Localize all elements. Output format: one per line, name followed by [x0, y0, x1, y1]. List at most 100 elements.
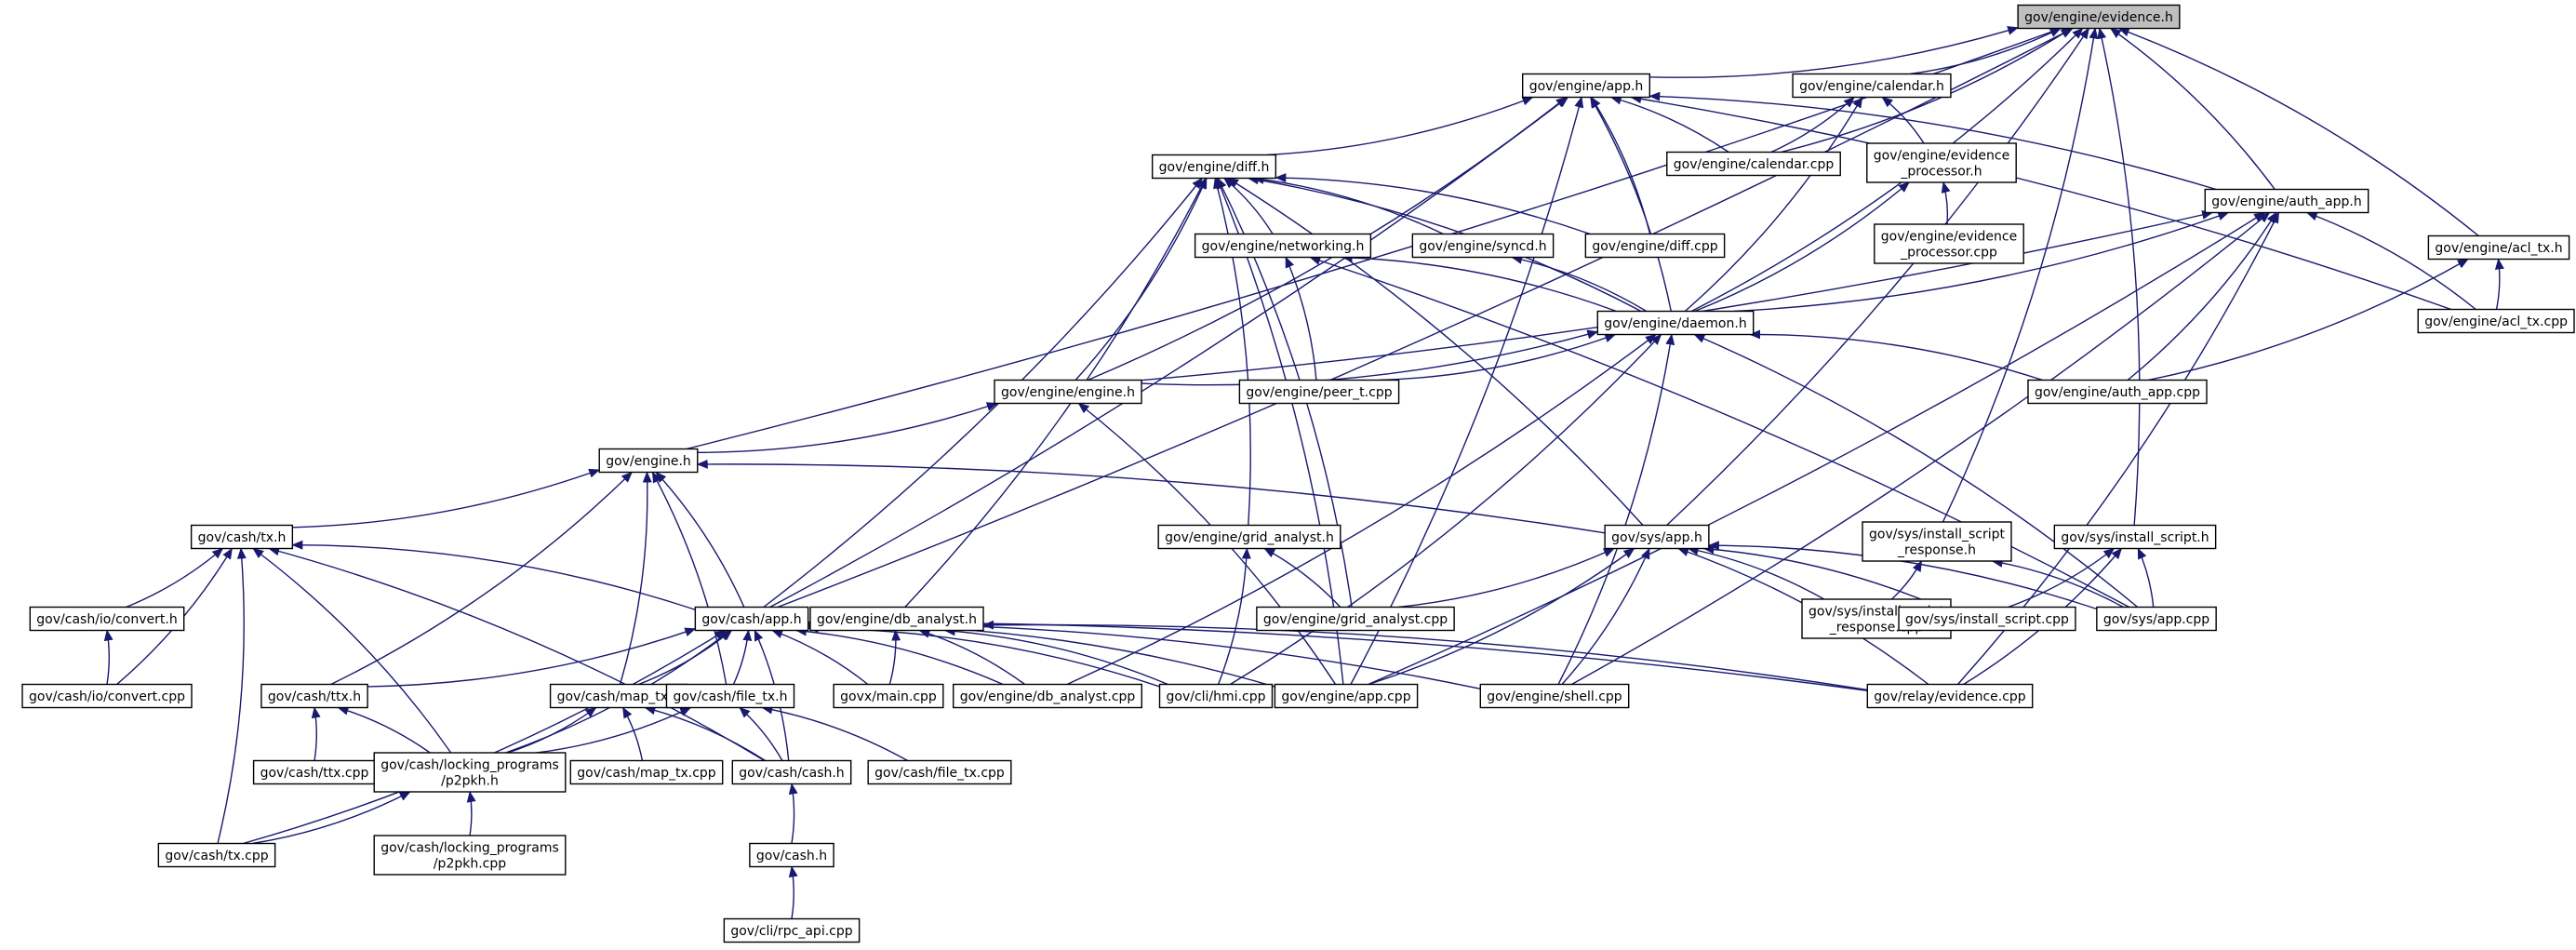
include-edge-sys-app-cpp-to-daemon-h [1693, 333, 2139, 609]
include-edge-daemon-h-to-syncd-h [1511, 255, 1648, 313]
file-node-auth-app-cpp[interactable]: gov/engine/auth_app.cpp [2027, 379, 2208, 405]
file-node-daemon-h[interactable]: gov/engine/daemon.h [1596, 310, 1755, 336]
include-edge-ttx-h-to-gov-engine-h [330, 471, 633, 686]
file-node-cash-cash-h[interactable]: gov/cash/cash.h [731, 759, 852, 785]
file-node-label: _response.h [1897, 543, 1976, 558]
edge-layer [103, 26, 2504, 919]
file-node-ttx-cpp[interactable]: gov/cash/ttx.cpp [252, 759, 377, 785]
file-node-ev-proc-cpp[interactable]: gov/engine/evidence_processor.cpp [1874, 223, 2024, 264]
include-edge-hmi-cpp-to-db-analyst-h [943, 626, 1168, 686]
file-node-box [569, 759, 724, 785]
file-node-install-script-resp-h[interactable]: gov/sys/install_script_response.h [1862, 521, 2012, 562]
include-edge-sys-app-cpp-to-networking-h [1309, 256, 2130, 609]
file-node-shell-cpp[interactable]: gov/engine/shell.cpp [1479, 683, 1630, 709]
file-node-diff-h[interactable]: gov/engine/diff.h [1151, 154, 1277, 180]
file-node-grid-analyst-cpp[interactable]: gov/engine/grid_analyst.cpp [1256, 606, 1455, 632]
file-node-label: /p2pkh.cpp [434, 857, 506, 872]
file-node-cash-app-h[interactable]: gov/cash/app.h [694, 606, 809, 632]
include-edge-sys-app-h-to-gov-engine-h [696, 459, 1606, 534]
file-node-box [2027, 379, 2208, 405]
file-node-networking-h[interactable]: gov/engine/networking.h [1194, 233, 1372, 259]
file-node-db-analyst-cpp[interactable]: gov/engine/db_analyst.cpp [952, 683, 1143, 709]
file-node-acl-tx-cpp[interactable]: gov/engine/acl_tx.cpp [2417, 308, 2575, 334]
file-node-label: gov/cash/map_tx.cpp [577, 766, 716, 781]
file-node-syncd-h[interactable]: gov/engine/syncd.h [1411, 233, 1555, 259]
file-node-auth-app-h[interactable]: gov/engine/auth_app.h [2204, 188, 2369, 214]
include-edge-govx-main-cpp-to-cash-app-h [771, 629, 869, 686]
include-edge-p2pkh-h-to-map-tx-h [507, 706, 597, 754]
file-node-label: gov/engine/shell.cpp [1487, 689, 1622, 704]
file-node-peer-t-cpp[interactable]: gov/engine/peer_t.cpp [1238, 379, 1400, 405]
file-node-grid-analyst-h[interactable]: gov/engine/grid_analyst.h [1157, 524, 1341, 550]
file-node-db-analyst-h[interactable]: gov/engine/db_analyst.h [809, 606, 984, 632]
file-node-engine-app-cpp[interactable]: gov/engine/app.cpp [1274, 683, 1419, 709]
file-node-label: gov/cash/file_tx.cpp [874, 766, 1005, 781]
file-node-label: gov/cash/map_tx.h [557, 689, 681, 704]
file-node-box [833, 683, 944, 709]
file-node-cash-tx-cpp[interactable]: gov/cash/tx.cpp [157, 842, 276, 868]
file-node-label: gov/cash/app.h [701, 612, 801, 627]
file-node-ttx-h[interactable]: gov/cash/ttx.h [260, 683, 368, 709]
include-edge-io-convert-cpp-to-io-convert-h [103, 629, 113, 685]
include-edge-sys-app-h-to-diff-h [1227, 177, 1644, 526]
file-node-hmi-cpp[interactable]: gov/cli/hmi.cpp [1158, 683, 1274, 709]
file-node-box [1866, 683, 2034, 709]
file-node-box [952, 683, 1143, 709]
file-node-app-h[interactable]: gov/engine/app.h [1521, 73, 1651, 99]
file-node-box [190, 524, 294, 550]
file-node-map-tx-cpp[interactable]: gov/cash/map_tx.cpp [569, 759, 724, 785]
file-node-gov-engine-h[interactable]: gov/engine.h [598, 448, 699, 474]
file-node-io-convert-h[interactable]: gov/cash/io/convert.h [29, 606, 185, 632]
file-node-install-script-h[interactable]: gov/sys/install_script.h [2053, 524, 2217, 550]
file-node-io-convert-cpp[interactable]: gov/cash/io/convert.cpp [21, 683, 193, 709]
include-edge-engine-engine-h-to-diff-h [1074, 177, 1208, 381]
file-node-box [1274, 683, 1419, 709]
file-node-box [2053, 524, 2217, 550]
file-node-box [1874, 223, 2024, 264]
include-edge-io-convert-h-to-cash-tx-h [126, 547, 224, 609]
file-node-label: gov/sys/install_script.h [2061, 530, 2209, 545]
file-node-file-tx-h[interactable]: gov/cash/file_tx.h [665, 683, 795, 709]
file-node-box [1604, 524, 1710, 550]
file-node-map-tx-h[interactable]: gov/cash/map_tx.h [549, 683, 688, 709]
file-node-label: gov/cash/cash.h [739, 766, 844, 781]
file-node-sys-app-h[interactable]: gov/sys/app.h [1604, 524, 1710, 550]
file-node-rpc-api-cpp[interactable]: gov/cli/rpc_api.cpp [723, 917, 861, 943]
include-edge-peer-t-cpp-to-daemon-h [1379, 333, 1617, 381]
include-edge-grid-analyst-cpp-to-sys-app-h [1397, 547, 1615, 609]
file-node-file-tx-cpp[interactable]: gov/cash/file_tx.cpp [867, 759, 1012, 785]
include-edge-install-script-h-to-evidence-h [2097, 27, 2141, 526]
file-node-sys-app-cpp[interactable]: gov/sys/app.cpp [2096, 606, 2217, 632]
file-node-cash-tx-h[interactable]: gov/cash/tx.h [190, 524, 294, 550]
include-edge-shell-cpp-to-sys-app-h [1561, 547, 1650, 685]
file-node-engine-engine-h[interactable]: gov/engine/engine.h [994, 379, 1142, 405]
file-node-box [2204, 188, 2369, 214]
file-node-box [749, 842, 834, 868]
file-node-relay-evidence-cpp[interactable]: gov/relay/evidence.cpp [1866, 683, 2034, 709]
include-edge-file-tx-h-to-gov-engine-h [651, 471, 727, 685]
file-node-ev-proc-h[interactable]: gov/engine/evidence_processor.h [1866, 142, 2017, 183]
file-node-box [598, 448, 699, 474]
file-node-calendar-cpp[interactable]: gov/engine/calendar.cpp [1666, 151, 1841, 177]
include-edge-map-tx-h-to-cash-app-h [638, 629, 733, 686]
file-node-p2pkh-h[interactable]: gov/cash/locking_programs/p2pkh.h [373, 752, 567, 793]
include-edge-cash-tx-cpp-to-p2pkh-h [252, 791, 411, 845]
file-node-box [665, 683, 795, 709]
file-node-p2pkh-cpp[interactable]: gov/cash/locking_programs/p2pkh.cpp [373, 835, 567, 876]
node-layer: gov/engine/evidence.h gov/engine/app.h gov… [21, 4, 2575, 943]
include-edge-shell-cpp-to-auth-app-h [1571, 211, 2271, 686]
file-node-label: gov/cli/hmi.cpp [1167, 689, 1266, 704]
include-edge-auth-app-cpp-to-daemon-h [1749, 329, 2043, 381]
file-node-label: gov/engine/db_analyst.h [817, 612, 977, 627]
include-edge-cash-cash-h-to-file-tx-h [739, 706, 783, 761]
file-node-govx-main-cpp[interactable]: govx/main.cpp [833, 683, 944, 709]
file-node-label: gov/engine/networking.h [1202, 239, 1365, 254]
file-node-acl-tx-h[interactable]: gov/engine/acl_tx.h [2427, 234, 2570, 261]
file-node-evidence-h[interactable]: gov/engine/evidence.h [2017, 4, 2181, 30]
include-edge-calendar-cpp-to-calendar-h [1770, 96, 1855, 154]
file-node-calendar-h[interactable]: gov/engine/calendar.h [1792, 73, 1952, 99]
file-node-diff-cpp[interactable]: gov/engine/diff.cpp [1584, 233, 1726, 259]
include-edge-daemon-h-to-ev-proc-h [1694, 181, 1910, 313]
file-node-gov-cash-h[interactable]: gov/cash.h [749, 842, 834, 868]
file-node-install-script-cpp[interactable]: gov/sys/install_script.cpp [1898, 606, 2076, 632]
